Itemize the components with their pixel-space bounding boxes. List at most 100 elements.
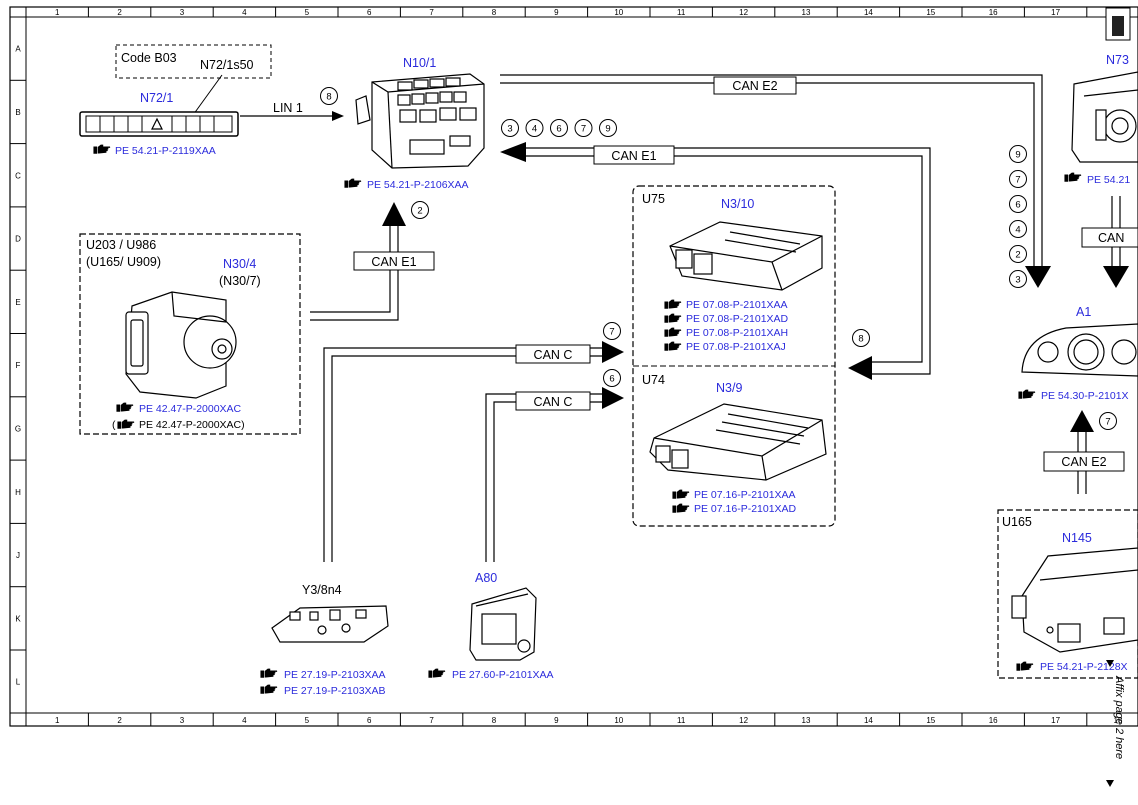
grid-col-label-bottom: 17 [1051,716,1060,725]
can-e1-mid-label: CAN E1 [611,149,656,163]
n10-in-number: 2 [417,206,422,217]
n3-10-ref-link[interactable]: PE 07.08-P-2101XAH [686,327,788,339]
right-column-number: 9 [1015,150,1020,161]
right-column-number-badge [1009,170,1027,188]
a80-ref-link[interactable]: PE 27.60-P-2101XAA [452,669,554,681]
pointer-hand-icon [1064,172,1082,182]
frame [9,6,1138,727]
n3-9-ref-link[interactable]: PE 07.16-P-2101XAD [694,503,797,515]
n3-10-ref-link[interactable]: PE 07.08-P-2101XAA [686,299,788,311]
pointer-hand-icon [260,684,278,694]
grid-row-label: C [15,171,21,180]
y3-ref-link-1[interactable]: PE 27.19-P-2103XAA [284,669,386,681]
can-right-box [1081,227,1138,248]
n10-1-ref-link[interactable]: PE 54.21-P-2106XAA [367,179,469,191]
grid-row-label: H [15,488,21,497]
can-e1-number-badge [599,119,617,137]
right-column-number-badge [1009,270,1027,288]
pointer-hand-icon [664,299,682,309]
right-column-number: 2 [1015,250,1020,261]
right-column-number-badge [1009,145,1027,163]
grid-row-label: D [15,235,21,244]
grid-row-ticks [10,16,26,651]
n30-4-abs-unit-drawing [125,291,237,399]
can-e1-number-badge [550,119,568,137]
grid-col-label-bottom: 13 [802,716,811,725]
pointer-hand-icon [116,402,134,412]
pointer-hand-icon [428,668,446,678]
pointer-hand-icon [664,313,682,323]
can-e2-bottom-box [1043,451,1125,472]
lin1-arrowhead [332,111,344,121]
can-c-2-bus [485,393,602,562]
can-c-1-number: 7 [609,327,614,338]
code-b03-label: Code B03 [121,51,177,65]
pointer-hand-icon [672,489,690,499]
a1-ref-link[interactable]: PE 54.30-P-2101X [1041,390,1129,402]
can-c-2-box [515,391,591,411]
grid-col-label-bottom: 1 [55,716,60,725]
can-c-1-bus [323,347,602,562]
grid-column-labels: 1122334455667788991010111112121313141415… [55,8,1123,725]
n3-9-ref-link[interactable]: PE 07.16-P-2101XAA [694,489,796,501]
grid-row-label: E [15,298,20,307]
n3-10-ref-link[interactable]: PE 07.08-P-2101XAD [686,313,789,325]
grid-col-label-bottom: 10 [614,716,623,725]
n30-4-label: N30/4 [223,257,256,271]
right-column-number-badge [1009,245,1027,263]
grid-col-label-top: 15 [926,8,935,17]
a1-instrument-cluster-drawing [1021,323,1138,377]
can-e1-left-bus [310,226,399,321]
n145-ref-link[interactable]: PE 54.21-P-2128X [1040,661,1128,673]
affix-note: Affix page 2 here [1098,660,1132,800]
n3-9-ecu-drawing [649,403,827,481]
can-c-2-number: 6 [609,374,614,385]
grid-col-label-bottom: 5 [305,716,310,725]
lin1-number-badge [320,87,338,105]
n72-1-ref-link[interactable]: PE 54.21-P-2119XAA [115,145,216,157]
n3-10-ref-link[interactable]: PE 07.08-P-2101XAJ [686,341,786,353]
grid-col-label-top: 5 [305,8,310,17]
pointer-hand-icon [117,419,135,429]
can-c-1-arrowhead [602,341,624,363]
pointer-hand-icon [1016,661,1034,671]
y3-8n4-label: Y3/8n4 [302,583,342,597]
n30-4-ref-link-2[interactable]: PE 42.47-P-2000XAC) [139,419,245,431]
can-e2-up-arrowhead [1070,410,1094,432]
grid-col-label-top: 4 [242,8,247,17]
grid-col-label-bottom: 8 [492,716,497,725]
n73-label: N73 [1106,53,1129,67]
can-e1-mid-bus [526,147,931,375]
engine-ecu-dashed-box [632,185,836,527]
can-right-label: CAN [1098,231,1124,245]
right-8-number: 8 [858,334,863,345]
y3-8n4-valve-drawing [271,605,389,643]
grid-col-label-top: 12 [739,8,748,17]
u75-label: U75 [642,192,665,206]
n73-ref-link[interactable]: PE 54.21 [1087,174,1130,186]
n72-1-switch-panel [79,111,239,137]
grid-col-label-top: 13 [802,8,811,17]
n145-label: N145 [1062,531,1092,545]
can-e1-number: 6 [556,124,561,135]
grid-col-label-bottom: 12 [739,716,748,725]
n30-4-ref-link-1[interactable]: PE 42.47-P-2000XAC [139,403,242,415]
can-c-1-badge [603,322,621,340]
can-e2-top-bus [500,74,1043,266]
y3-ref-link-2[interactable]: PE 27.19-P-2103XAB [284,685,386,697]
n145-dashed-box [997,509,1138,679]
can-right-down-arrow [1103,266,1129,288]
grid-col-label-top: 17 [1051,8,1060,17]
n10-1-label: N10/1 [403,56,436,70]
pointer-hand-icon [260,668,278,678]
right-column-number: 6 [1015,200,1020,211]
grid-col-label-bottom: 14 [864,716,873,725]
grid-col-label-bottom: 16 [989,716,998,725]
grid-col-label-top: 2 [117,8,122,17]
grid-col-label-top: 16 [989,8,998,17]
corner-marker-fill [1112,16,1124,36]
can-e1-left-arrowhead [500,142,526,162]
